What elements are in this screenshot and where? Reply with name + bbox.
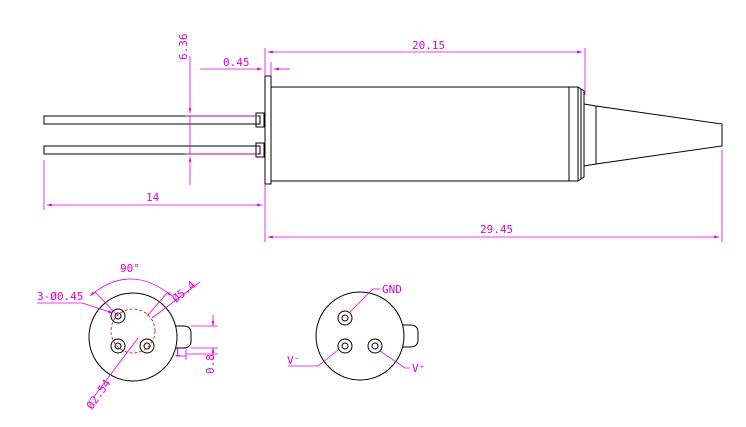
label-lead-span: 6.36 [177, 34, 190, 61]
pin-vpos-inner [371, 342, 379, 350]
pitch-circle [110, 308, 156, 354]
label-pin-spacing: Ø2.54 [84, 377, 114, 412]
lead-top [43, 115, 261, 125]
motor-body [270, 86, 579, 182]
leader-pin-spacing [92, 337, 139, 399]
side-view-labels: 20.15 0.45 6.36 14 29.45 [146, 34, 513, 237]
locating-tab [176, 325, 192, 349]
pin-3-outer [139, 338, 155, 354]
pin-2-inner [114, 342, 122, 350]
label-body-length: 20.15 [412, 39, 445, 52]
label-vpos: V⁺ [412, 362, 425, 375]
lead-collar-bottom [255, 142, 265, 158]
pin-2-outer [110, 338, 126, 354]
housing-outline-2 [315, 291, 405, 381]
label-pitch-circle: Ø5.4 [170, 278, 199, 305]
label-pin-angle: 90° [120, 262, 140, 275]
side-view [43, 75, 723, 185]
pin-1-outer [110, 308, 126, 324]
end-view-pinout: GND V⁻ V⁺ [287, 283, 425, 381]
flange [264, 75, 272, 185]
output-shaft [583, 103, 723, 167]
angle-arc [89, 278, 173, 297]
pin-3-inner [143, 342, 151, 350]
label-vneg: V⁻ [287, 354, 300, 367]
pin-gnd-inner [341, 314, 349, 322]
label-overall-length: 29.45 [480, 223, 513, 236]
label-tab-width: 0.8 [204, 354, 217, 374]
label-gnd: GND [382, 283, 402, 296]
locating-tab-2 [403, 324, 419, 348]
pin-vneg-outer [337, 338, 353, 354]
leader-pin-diameter [81, 302, 114, 314]
label-pin-diameter: 3-Ø0.45 [37, 290, 83, 303]
leader-vpos [379, 350, 410, 369]
leader-gnd [349, 288, 380, 313]
pin-gnd-outer [337, 310, 353, 326]
housing-outline [88, 292, 178, 382]
pin-1-inner [114, 312, 122, 320]
lead-collar-top [255, 112, 265, 128]
pin-vneg-inner [341, 342, 349, 350]
leader-pitch-circle [151, 281, 201, 319]
leads [43, 112, 265, 158]
side-view-dimensions [43, 48, 723, 242]
label-tab-offset: 1 [174, 346, 181, 359]
pin-vpos-outer [367, 338, 383, 354]
lead-bottom [43, 145, 261, 155]
end-view-dimensioned: 90° Ø5.4 3-Ø0.45 Ø2.54 1 0.8 [37, 262, 218, 412]
leader-vneg [288, 349, 339, 367]
label-flange-thickness: 0.45 [223, 56, 250, 69]
label-lead-length: 14 [146, 191, 160, 204]
